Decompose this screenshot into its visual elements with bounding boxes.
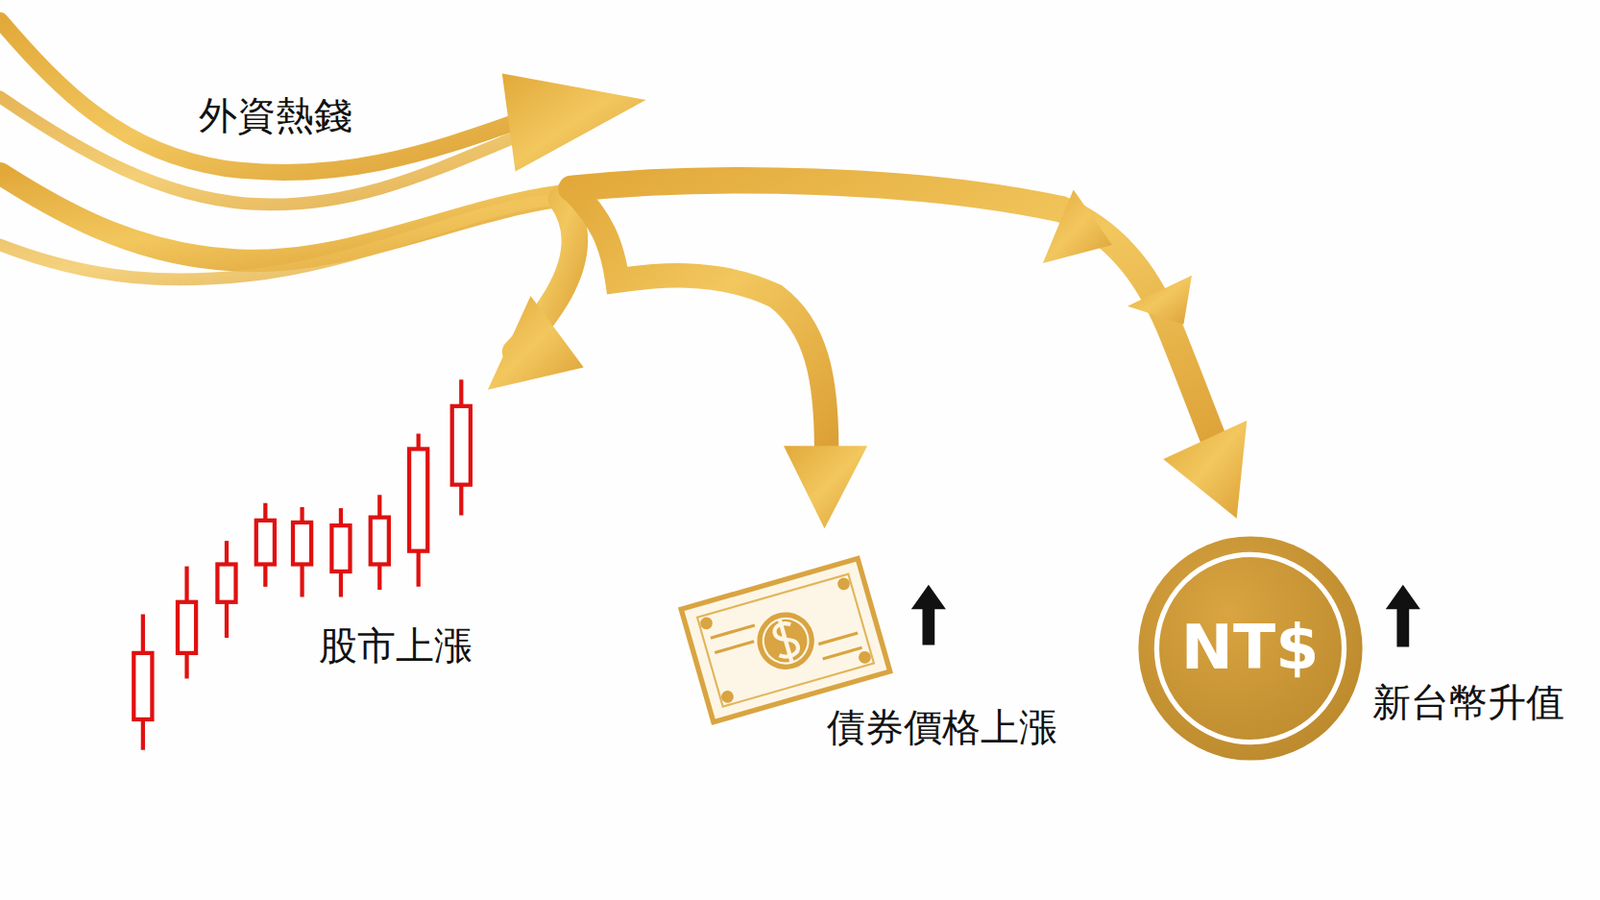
candlestick xyxy=(331,508,350,597)
result-label: 股市上漲 xyxy=(318,624,473,667)
candlestick xyxy=(217,540,236,638)
result-label: 債券價格上漲 xyxy=(826,705,1058,749)
candlestick xyxy=(409,434,428,587)
candlestick xyxy=(256,503,275,587)
label-text: 債券價格上漲 xyxy=(826,704,1058,750)
label-text: 股市上漲 xyxy=(318,623,473,668)
candlestick xyxy=(177,566,196,679)
label-text: 新台幣升值 xyxy=(1372,679,1565,725)
coin-text: NT$ xyxy=(1136,616,1365,679)
result-label: 新台幣升值 xyxy=(1372,680,1565,724)
candlestick xyxy=(452,379,471,515)
candlestick xyxy=(292,507,312,597)
coin-circle: NT$ xyxy=(1136,533,1365,763)
flow-label: 外資熱錢 xyxy=(198,94,353,137)
candlestick xyxy=(133,614,152,751)
label-text: 外資熱錢 xyxy=(198,93,353,138)
candlestick xyxy=(370,494,389,590)
